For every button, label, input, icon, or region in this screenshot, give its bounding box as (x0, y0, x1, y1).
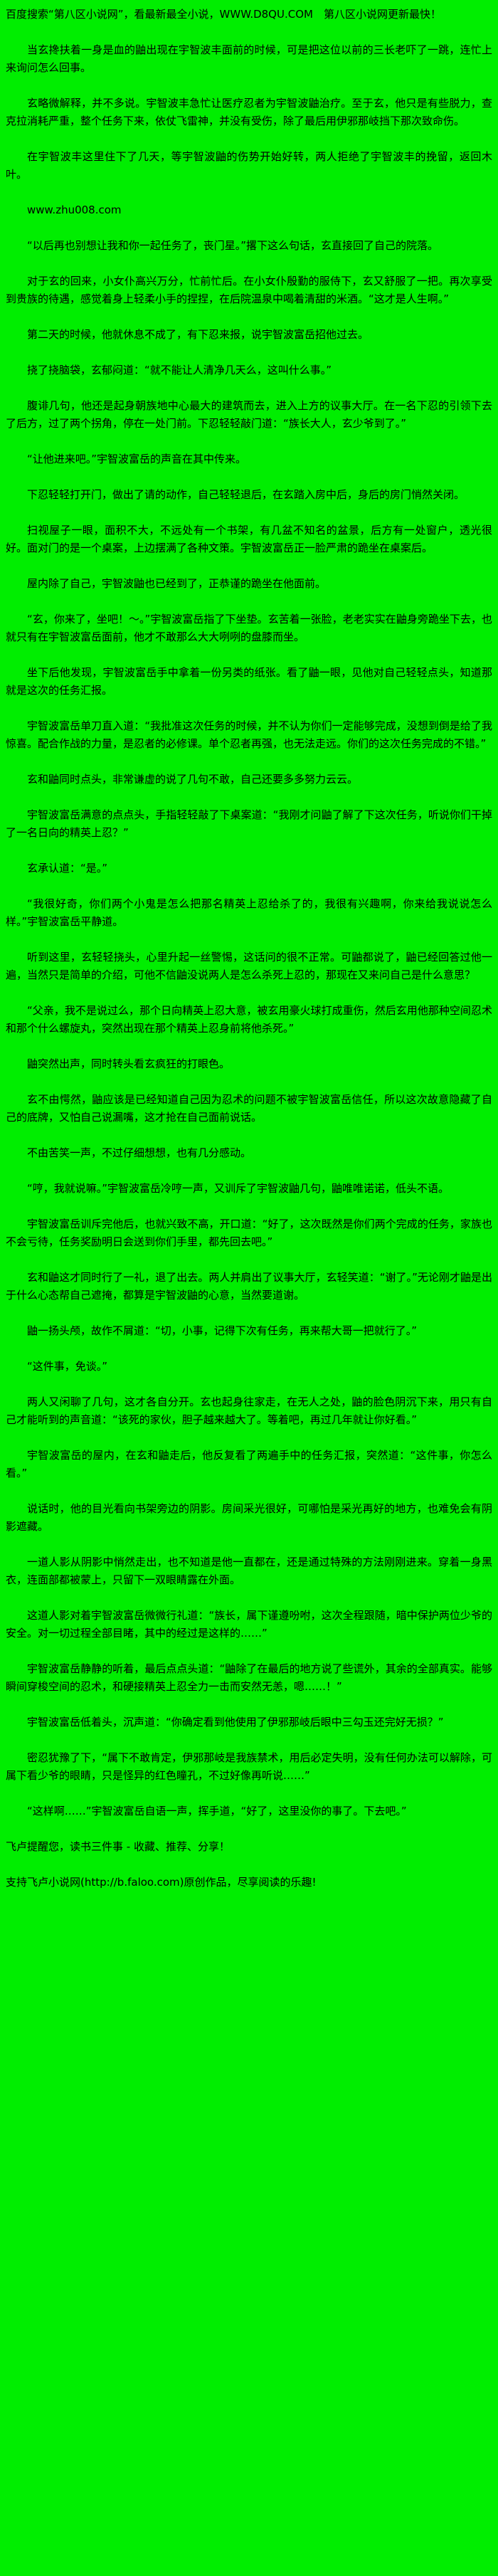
novel-body: 当玄搀扶着一身是血的鼬出现在宇智波丰面前的时候，可是把这位以前的三长老吓了一跳，… (6, 41, 492, 1820)
novel-paragraph: 扫视屋子一眼，面积不大，不远处有一个书架，有几盆不知名的盆景，后方有一处窗户，透… (6, 524, 492, 554)
novel-paragraph: “玄，你来了，坐吧！～。”宇智波富岳指了下坐垫。玄苦着一张脸，老老实实在鼬身旁跪… (6, 613, 492, 643)
novel-paragraph: 宇智波富岳低着头，沉声道：“你确定看到他使用了伊邪那岐后眼中三勾玉还完好无损？” (27, 1716, 444, 1728)
novel-paragraph: “父亲，我不是说过么，那个日向精英上忍大意，被玄用豪火球打成重伤，然后玄用他那种… (6, 1004, 492, 1035)
novel-paragraph: 两人又闲聊了几句，这才各自分开。玄也起身往家走，在无人之处，鼬的脸色阴沉下来，用… (6, 1395, 492, 1426)
novel-paragraph: 宇智波富岳静静的听着，最后点点头道：“鼬除了在最后的地方说了些谎外，其余的全部真… (6, 1662, 492, 1693)
novel-paragraph: 挠了挠脑袋，玄郁闷道：“就不能让人清净几天么，这叫什么事。” (27, 364, 332, 376)
footer-reminder: 飞卢提醒您，读书三件事 - 收藏、推荐、分享！ (6, 1840, 230, 1853)
novel-paragraph: “我很好奇，你们两个小鬼是怎么把那名精英上忍给杀了的，我很有兴趣啊，你来给我说说… (6, 897, 492, 928)
novel-paragraph: 在宇智波丰这里住下了几天，等宇智波鼬的伤势开始好转，两人拒绝了宇智波丰的挽留，返… (6, 150, 492, 181)
novel-paragraph: “让他进来吧。”宇智波富岳的声音在其中传来。 (27, 453, 247, 465)
novel-paragraph: 听到这里，玄轻轻挠头，心里升起一丝警惕，这话问的很不正常。可鼬都说了，鼬已经回答… (6, 951, 492, 981)
site-banner: 百度搜索“第八区小说网”，看最新最全小说，WWW.D8QU.COM 第八区小说网… (6, 8, 441, 21)
novel-paragraph: 密忍犹豫了下，“属下不敢肯定，伊邪那岐是我族禁术，用后必定失明，没有任何办法可以… (6, 1751, 492, 1782)
novel-paragraph: 宇智波富岳训斥完他后，也就兴致不高，开口道：“好了，这次既然是你们两个完成的任务… (6, 1218, 492, 1248)
novel-paragraph: 玄不由愕然，鼬应该是已经知道自己因为忍术的问题不被宇智波富岳信任，所以这次故意隐… (6, 1093, 492, 1124)
novel-paragraph: 宇智波富岳满意的点点头，手指轻轻敲了下桌案道：“我刚才问鼬了解了下这次任务，听说… (6, 808, 492, 839)
novel-paragraph: 坐下后他发现，宇智波富岳手中拿着一份另类的纸张。看了鼬一眼，见他对自己轻轻点头，… (6, 666, 492, 697)
novel-paragraph: 腹诽几句，他还是起身朝族地中心最大的建筑而去，进入上方的议事大厅。在一名下忍的引… (6, 399, 492, 430)
novel-paragraph: “这件事，免谈。” (27, 1360, 108, 1373)
novel-paragraph: “以后再也别想让我和你一起任务了，丧门星。”撂下这么句话，玄直接回了自己的院落。 (27, 239, 439, 252)
novel-paragraph: 玄承认道：“是。” (27, 862, 108, 875)
novel-paragraph: 宇智波富岳单刀直入道：“我批准这次任务的时候，并不认为你们一定能够完成，没想到倒… (6, 719, 492, 750)
novel-paragraph: 第二天的时候，他就休息不成了，有下忍来报，说宇智波富岳招他过去。 (27, 328, 369, 341)
novel-paragraph: 这道人影对着宇智波富岳微微行礼道：“族长，属下谨遵吩咐，这次全程跟随，暗中保护两… (6, 1609, 492, 1640)
novel-paragraph: 说话时，他的目光看向书架旁边的阴影。房间采光很好，可哪怕是采光再好的地方，也难免… (6, 1502, 492, 1533)
novel-paragraph: 鼬一扬头颅，故作不屑道：“切，小事，记得下次有任务，再来帮大哥一把就行了。” (27, 1324, 418, 1337)
novel-paragraph: 对于玄的回来，小女仆高兴万分，忙前忙后。在小女仆殷勤的服侍下，玄又舒服了一把。再… (6, 275, 492, 305)
novel-paragraph: 宇智波富岳的屋内，在玄和鼬走后，他反复看了两遍手中的任务汇报，突然道：“这件事，… (6, 1449, 492, 1479)
novel-paragraph: 不由苦笑一声，不过仔细想想，也有几分感动。 (27, 1146, 252, 1159)
novel-paragraph: 一道人影从阴影中悄然走出，也不知道是他一直都在，还是通过特殊的方法刚刚进来。穿着… (6, 1556, 492, 1586)
novel-paragraph: “这样啊……”宇智波富岳自语一声，挥手道，“好了，这里没你的事了。下去吧。” (27, 1805, 407, 1817)
novel-paragraph: 屋内除了自己，宇智波鼬也已经到了，正恭谨的跪坐在他面前。 (27, 577, 327, 590)
novel-paragraph: 玄略微解释，并不多说。宇智波丰急忙让医疗忍者为宇智波鼬治疗。至于玄，他只是有些脱… (6, 97, 492, 127)
novel-paragraph: 下忍轻轻打开门，做出了请的动作，自己轻轻退后，在玄踏入房中后，身后的房门悄然关闭… (27, 488, 465, 501)
novel-paragraph: 玄和鼬这才同时行了一礼，退了出去。两人并肩出了议事大厅，玄轻笑道：“谢了。”无论… (6, 1271, 492, 1302)
watermark-url: www.zhu008.com (27, 204, 122, 216)
novel-paragraph: “哼，我就说嘛。”宇智波富岳冷哼一声，又训斥了宇智波鼬几句，鼬唯唯诺诺，低头不语… (27, 1182, 450, 1195)
novel-paragraph: 玄和鼬同时点头，非常谦虚的说了几句不敢，自己还要多多努力云云。 (27, 773, 359, 786)
novel-paragraph: 当玄搀扶着一身是血的鼬出现在宇智波丰面前的时候，可是把这位以前的三长老吓了一跳，… (6, 43, 492, 74)
footer-support: 支持飞卢小说网(http://b.faloo.com)原创作品，尽享阅读的乐趣! (6, 1876, 317, 1889)
novel-paragraph: 鼬突然出声，同时转头看玄疯狂的打眼色。 (27, 1057, 231, 1070)
